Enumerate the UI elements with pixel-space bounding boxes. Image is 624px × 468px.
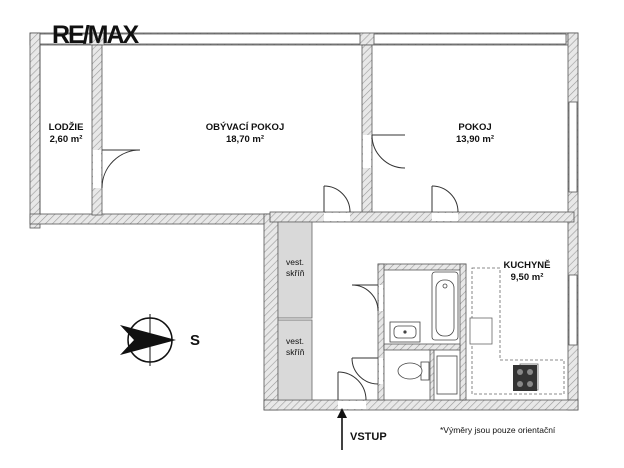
compass-icon [120,314,176,366]
windows [39,33,578,346]
entrance-label: VSTUP [350,431,387,443]
room-area: 18,70 m² [225,134,265,145]
stove-icon [513,365,537,391]
room-name: POKOJ [458,122,492,133]
washbasin [389,321,421,343]
room-area: 2,60 m² [49,134,83,145]
closet-label-lower: vest. skříň [286,336,304,358]
closet-line2: skříň [286,347,305,357]
interior-walls [91,44,575,401]
room-label-kuchyne: KUCHYNĚ 9,50 m² [492,260,562,284]
bathtub [431,271,459,341]
room-area: 13,90 m² [455,134,495,145]
entrance-arrow-icon [337,408,347,450]
compass-label: S [190,332,201,349]
doors [101,134,459,401]
room-label-obyvaci-pokoj: OBÝVACÍ POKOJ 18,70 m² [180,122,310,146]
closet-line1: vest. [286,257,304,267]
closet-label-upper: vest. skříň [286,257,304,279]
washing-machine [436,355,458,395]
closet-line2: skříň [286,268,305,278]
footnote: *Výměry jsou pouze orientační [440,425,556,435]
room-name: KUCHYNĚ [503,260,551,271]
closets [277,221,313,401]
room-label-lodzie: LODŽIE 2,60 m² [36,122,96,146]
room-area: 9,50 m² [510,272,544,283]
toilet [397,361,430,381]
remax-logo: RE/MAX [52,21,139,49]
closet-line1: vest. [286,336,304,346]
room-name: OBÝVACÍ POKOJ [205,122,285,133]
room-label-pokoj: POKOJ 13,90 m² [440,122,510,146]
door-gaps [93,135,458,409]
room-name: LODŽIE [48,122,84,133]
